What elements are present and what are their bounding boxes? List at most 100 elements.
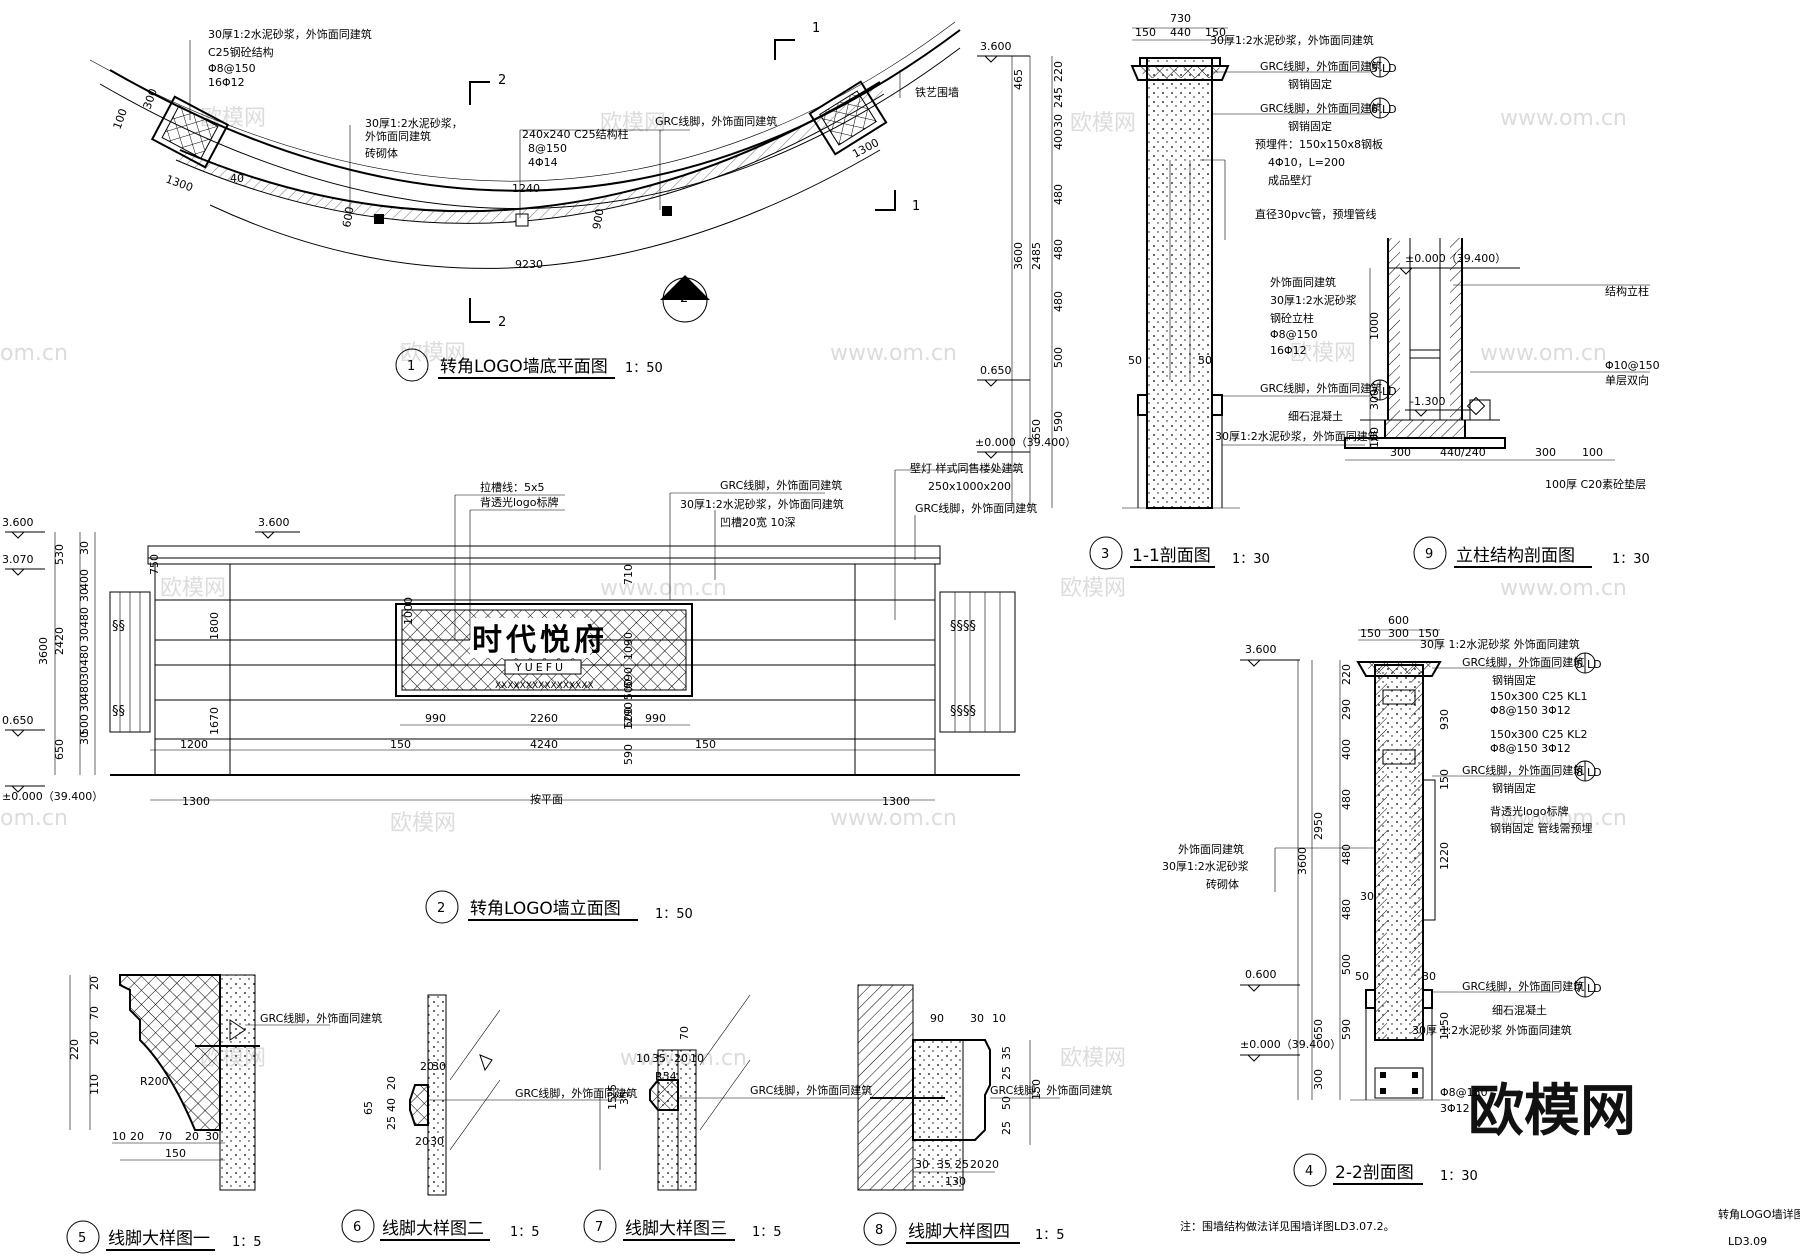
svg-text:20: 20 [985, 1158, 999, 1171]
view-scale: 1：5 [752, 1225, 782, 1240]
svg-text:35: 35 [1000, 1046, 1013, 1060]
svg-text:150: 150 [165, 1147, 186, 1160]
svg-text:25: 25 [955, 1158, 969, 1171]
detail-6: GRC线脚，外饰面同建筑 20 30 65 20 40 25 20 30 6 线… [341, 994, 637, 1243]
svg-text:§§§§: §§§§ [950, 619, 976, 634]
svg-text:50: 50 [1198, 354, 1212, 367]
svg-text:30厚1:2水泥砂浆: 30厚1:2水泥砂浆 [1162, 859, 1249, 873]
view-title: 线脚大样图二 [382, 1219, 484, 1239]
svg-text:30: 30 [78, 666, 91, 680]
elev-note: 30厚1:2水泥砂浆，外饰面同建筑 [680, 497, 844, 511]
view-number: 2 [437, 901, 445, 916]
svg-text:20: 20 [415, 1135, 429, 1148]
svg-text:3Φ12: 3Φ12 [1440, 1102, 1470, 1115]
svg-text:35: 35 [937, 1158, 951, 1171]
svg-text:590: 590 [1052, 411, 1065, 432]
title-bubble [341, 1209, 375, 1243]
svg-text:650: 650 [1030, 419, 1043, 440]
svg-text:LD: LD [1587, 658, 1602, 671]
svg-text:20: 20 [970, 1158, 984, 1171]
plan-note: 外饰面同建筑 [365, 129, 431, 143]
plan-note: C25钢砼结构 [208, 45, 274, 59]
plan-dim: 600 [340, 206, 356, 229]
svg-text:590: 590 [1340, 1019, 1353, 1040]
svg-text:20: 20 [385, 1076, 398, 1090]
svg-text:直径30pvc管，预埋管线: 直径30pvc管，预埋管线 [1255, 207, 1377, 221]
svg-text:7: 7 [1576, 982, 1583, 995]
elev-note: 凹槽20宽 10深 [720, 515, 796, 529]
svg-text:400: 400 [78, 569, 91, 590]
svg-text:650: 650 [1312, 1019, 1325, 1040]
view-title: 线脚大样图四 [908, 1222, 1010, 1242]
svg-text:细石混凝土: 细石混凝土 [1492, 1003, 1547, 1017]
svg-text:30: 30 [432, 1060, 446, 1073]
title-bubble [1293, 1153, 1327, 1187]
svg-text:150: 150 [390, 738, 411, 751]
view-scale: 1：30 [1440, 1169, 1478, 1184]
svg-text:30: 30 [78, 541, 91, 555]
svg-text:2485: 2485 [1030, 242, 1043, 270]
svg-text:730: 730 [1170, 12, 1191, 25]
svg-text:4Φ10，L=200: 4Φ10，L=200 [1268, 156, 1345, 169]
column-structure-section: ±0.000（39.400） -1.300 结构立柱 Φ10@150 单层双向 … [1344, 238, 1660, 570]
plan-note: 16Φ12 [208, 76, 245, 89]
svg-text:710: 710 [622, 564, 635, 585]
watermark-site: www.om.cn [600, 576, 727, 601]
svg-text:±0.000（39.400）: ±0.000（39.400） [2, 790, 103, 803]
view-scale: 1：5 [1035, 1228, 1065, 1243]
view-scale: 1：5 [510, 1225, 540, 1240]
svg-text:30厚 1:2水泥砂浆 外饰面同建筑: 30厚 1:2水泥砂浆 外饰面同建筑 [1412, 1023, 1572, 1037]
elev-note: GRC线脚，外饰面同建筑 [720, 478, 842, 492]
svg-text:钢销固定: 钢销固定 [1288, 77, 1332, 91]
svg-text:GRC线脚，外饰面同建筑: GRC线脚，外饰面同建筑 [1260, 381, 1382, 395]
svg-text:20: 20 [185, 1130, 199, 1143]
watermark-brand: 欧模网 [600, 111, 666, 136]
logo-sign-text: 时代悦府 [472, 623, 608, 658]
svg-text:0.650: 0.650 [980, 364, 1012, 377]
elev-note: 壁灯 样式同售楼处建筑 [910, 461, 1024, 475]
svg-text:480: 480 [1052, 184, 1065, 205]
svg-text:成品壁灯: 成品壁灯 [1268, 173, 1312, 187]
svg-text:30: 30 [430, 1135, 444, 1148]
svg-text:30: 30 [915, 1158, 929, 1171]
watermark-site: om.cn [0, 341, 68, 366]
svg-text:25: 25 [1000, 1066, 1013, 1080]
svg-text:90: 90 [930, 1012, 944, 1025]
svg-text:钢销固定: 钢销固定 [1492, 673, 1536, 687]
svg-text:150: 150 [1438, 769, 1451, 790]
svg-text:GRC线脚，外饰面同建筑: GRC线脚，外饰面同建筑 [1462, 763, 1584, 777]
detail-8: GRC线脚，外饰面同建筑 90 30 10 35 25 50 25 150 30… [857, 984, 1112, 1246]
svg-text:100: 100 [1582, 446, 1603, 459]
svg-text:480: 480 [1052, 291, 1065, 312]
watermark-site: www.om.cn [1500, 106, 1627, 131]
svg-text:590: 590 [622, 667, 635, 688]
svg-text:外饰面同建筑: 外饰面同建筑 [1270, 275, 1336, 289]
svg-text:100: 100 [1368, 427, 1381, 448]
plan-note: 砖砌体 [365, 146, 398, 160]
plan-note: GRC线脚，外饰面同建筑 [655, 114, 777, 128]
svg-text:290: 290 [1340, 699, 1353, 720]
svg-text:±0.000（39.400）: ±0.000（39.400） [975, 436, 1076, 449]
view-number: 4 [1305, 1164, 1313, 1179]
svg-text:钢销固定 管线需预埋: 钢销固定 管线需预埋 [1490, 821, 1593, 835]
plan-note: 240x240 C25结构柱 [522, 127, 629, 141]
svg-text:3600: 3600 [37, 637, 50, 665]
svg-text:100厚 C20素砼垫层: 100厚 C20素砼垫层 [1545, 477, 1646, 491]
plan-note: 30厚1:2水泥砂浆， [365, 116, 463, 130]
svg-text:按平面: 按平面 [530, 792, 563, 806]
svg-text:10: 10 [992, 1012, 1006, 1025]
svg-text:130: 130 [945, 1175, 966, 1188]
view-title: 1-1剖面图 [1132, 546, 1211, 566]
svg-text:50: 50 [1000, 1096, 1013, 1110]
plan-dim: 1300 [850, 136, 881, 161]
svg-text:25: 25 [1000, 1121, 1013, 1135]
svg-text:480: 480 [1340, 899, 1353, 920]
svg-text:3.600: 3.600 [258, 516, 290, 529]
view-number: 9 [1425, 547, 1433, 562]
svg-text:GRC线脚，外饰面同建筑: GRC线脚，外饰面同建筑 [1462, 979, 1584, 993]
svg-text:GRC线脚，外饰面同建筑: GRC线脚，外饰面同建筑 [750, 1083, 872, 1097]
svg-text:钢销固定: 钢销固定 [1492, 781, 1536, 795]
detail-7: GRC线脚，外饰面同建筑 70 10 35 20 10 R54 25 15 35… [583, 994, 872, 1243]
svg-text:150x300 C25 KL1: 150x300 C25 KL1 [1490, 690, 1588, 703]
plan-dim: 40 [230, 172, 244, 185]
